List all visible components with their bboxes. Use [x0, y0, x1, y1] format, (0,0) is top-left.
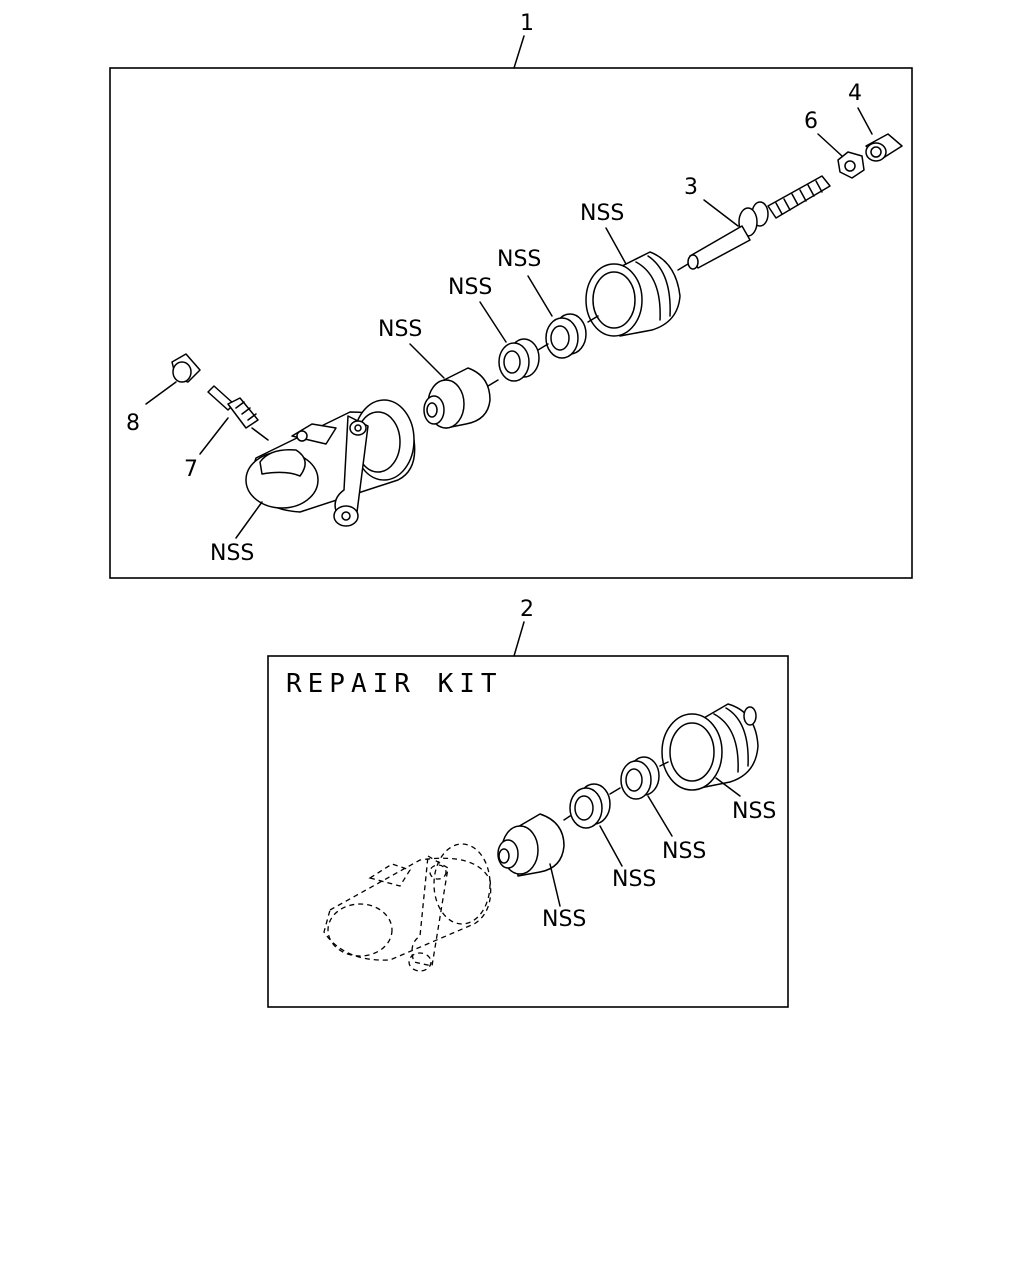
kit-part-boot [661, 703, 759, 791]
callout-8: 8 [126, 411, 140, 436]
kit-nss-label-boot: NSS [732, 799, 776, 824]
callout-2: 2 [520, 597, 534, 622]
leader-nss-piston [409, 343, 445, 379]
leader-1 [513, 35, 525, 69]
ghost-cylinder-body [323, 843, 492, 972]
kit-nss-label-seal-a: NSS [662, 839, 706, 864]
part-cup-seal-a [545, 313, 587, 359]
leader-nss-body [235, 501, 263, 539]
assembly-panel: 1 4 6 3 [109, 11, 913, 579]
part-3-push-rod [687, 175, 831, 270]
repair-kit-title: REPAIR KIT [286, 669, 503, 699]
callout-7: 7 [184, 457, 198, 482]
callout-6: 6 [804, 109, 818, 134]
part-6-nut [837, 151, 865, 179]
kit-leader-boot [715, 777, 741, 797]
leader-8 [145, 381, 177, 405]
part-8-bleeder-cap [171, 353, 201, 383]
leader-6 [817, 133, 843, 157]
nss-label-body: NSS [210, 541, 254, 566]
leader-nss-seal-b [479, 301, 507, 343]
callout-4: 4 [848, 81, 862, 106]
leader-nss-boot [605, 227, 627, 265]
kit-nss-label-seal-b: NSS [612, 867, 656, 892]
leader-7 [199, 417, 229, 455]
leader-4 [857, 107, 873, 135]
part-4-cap [865, 133, 903, 162]
kit-part-seal-a [620, 756, 660, 800]
part-cylinder-body [245, 399, 416, 527]
kit-leader-seal-b [599, 825, 623, 867]
repair-kit-panel: 2 REPAIR KIT NSS NSS [267, 597, 789, 1008]
assembly-frame [109, 67, 913, 579]
part-cup-seal-b [498, 338, 540, 382]
callout-3: 3 [684, 175, 698, 200]
part-piston [423, 367, 491, 429]
kit-part-seal-b [569, 783, 611, 829]
repair-kit-frame [267, 655, 789, 1008]
kit-part-piston [497, 813, 565, 877]
kit-leader-seal-a [647, 795, 673, 837]
nss-label-boot: NSS [580, 201, 624, 226]
part-7-bleeder-screw [207, 385, 269, 441]
part-boot [585, 251, 681, 337]
kit-nss-label-piston: NSS [542, 907, 586, 932]
leader-2 [513, 621, 525, 657]
callout-1: 1 [520, 11, 534, 36]
kit-leader-piston [549, 863, 561, 907]
nss-label-seal-b: NSS [448, 275, 492, 300]
nss-label-piston: NSS [378, 317, 422, 342]
leader-3 [703, 199, 739, 227]
leader-nss-seal-a [527, 275, 553, 317]
nss-label-seal-a: NSS [497, 247, 541, 272]
